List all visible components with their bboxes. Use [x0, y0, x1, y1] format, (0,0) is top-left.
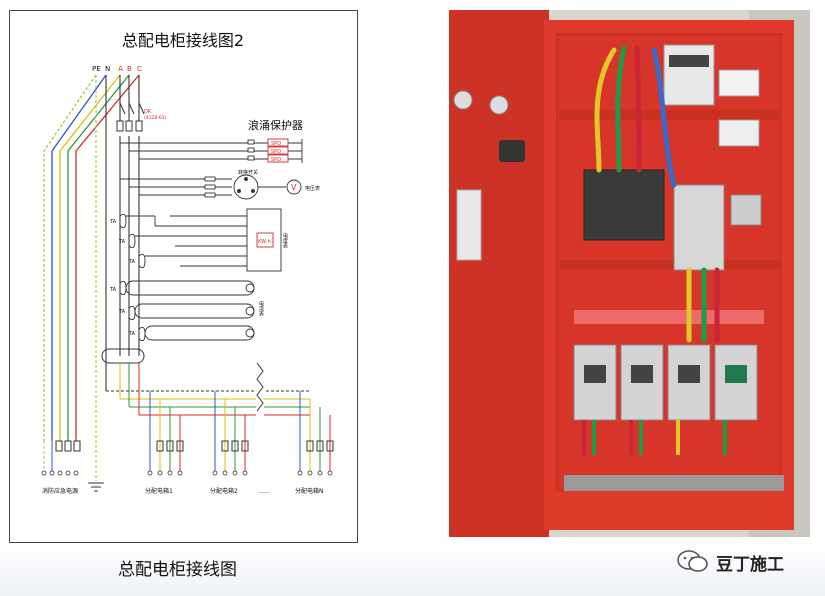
bus-label-c: C [137, 65, 142, 73]
ta-label-5: TA [118, 309, 126, 315]
spd-module [718, 69, 760, 97]
cabinet-door [449, 10, 549, 537]
brand-watermark: 豆丁施工 [676, 547, 806, 577]
ta-label-4: TA [109, 287, 117, 293]
energy-meter-symbol: KW·h [258, 239, 271, 245]
voltmeter-switch [120, 174, 302, 200]
ta-label-3: TA [128, 259, 136, 265]
branch-breakers [573, 344, 758, 421]
voltmeter-symbol: V [291, 183, 297, 192]
surge-protector-title: 浪涌保护器 [248, 118, 303, 132]
output-cables [582, 420, 727, 455]
main-breaker [116, 102, 145, 132]
energy-meter-circuit [119, 208, 282, 272]
distribution-bus [101, 348, 310, 421]
spd-label-3: SPD [271, 157, 281, 163]
ta-label-1: TA [109, 219, 117, 225]
main-breaker-tag: DK [144, 109, 152, 115]
background-band [0, 540, 825, 596]
distribution-cabinet-photo [449, 10, 810, 537]
ta-label-6: TA [128, 331, 136, 337]
ammeter-circuit [119, 280, 255, 342]
output-label-box2: 分配电箱2 [210, 487, 238, 495]
main-busbars [95, 75, 140, 481]
output-label-box1: 分配电箱1 [145, 487, 173, 495]
spd-label-2: SPD [271, 149, 281, 155]
incoming-cables [43, 74, 140, 441]
door-indicator-1 [453, 90, 473, 110]
bus-label-pe: PE [92, 65, 101, 73]
copper-busbar [574, 310, 764, 324]
ammeter-label: 电流表 [258, 300, 264, 317]
output-branches [43, 391, 334, 471]
wechat-icon [677, 550, 708, 572]
voltmeter-label: 电压表 [305, 185, 320, 192]
output-terminals [41, 470, 333, 476]
bus-label-b: B [127, 65, 132, 73]
main-breaker-model: (4128-63) [144, 115, 167, 121]
energy-meter-label: 电度表 [282, 232, 288, 249]
surge-protectors [120, 138, 303, 163]
neutral-bar [564, 475, 784, 491]
door-label [456, 189, 482, 261]
ta-label-2: TA [118, 239, 126, 245]
main-switch [583, 169, 665, 241]
wiring-diagram: 总配电柜接线图2 PE N A B C DK (4128-63) 浪涌保护器 [41, 31, 334, 495]
output-label-ellipsis: …… [258, 488, 270, 495]
main-breaker-device [673, 184, 725, 271]
diagram-caption: 总配电柜接线图 [118, 560, 237, 580]
bus-label-a: A [118, 65, 123, 73]
door-socket [499, 140, 525, 162]
spd-label-1: SPD [271, 141, 281, 147]
bus-label-n: N [105, 65, 110, 73]
diagram-title: 总配电柜接线图2 [122, 31, 244, 50]
wiring-diagram-panel: 总配电柜接线图2 PE N A B C DK (4128-63) 浪涌保护器 [9, 10, 358, 543]
door-indicator-2 [489, 95, 509, 115]
output-label-fire: 消防应急电源 [42, 487, 78, 495]
switch-label: 转换开关 [238, 169, 258, 176]
energy-meter [663, 44, 715, 106]
cables [594, 45, 720, 343]
ground-icon [88, 482, 104, 492]
brand-name: 豆丁施工 [716, 555, 784, 575]
output-label-boxn: 分配电箱N [295, 487, 324, 495]
